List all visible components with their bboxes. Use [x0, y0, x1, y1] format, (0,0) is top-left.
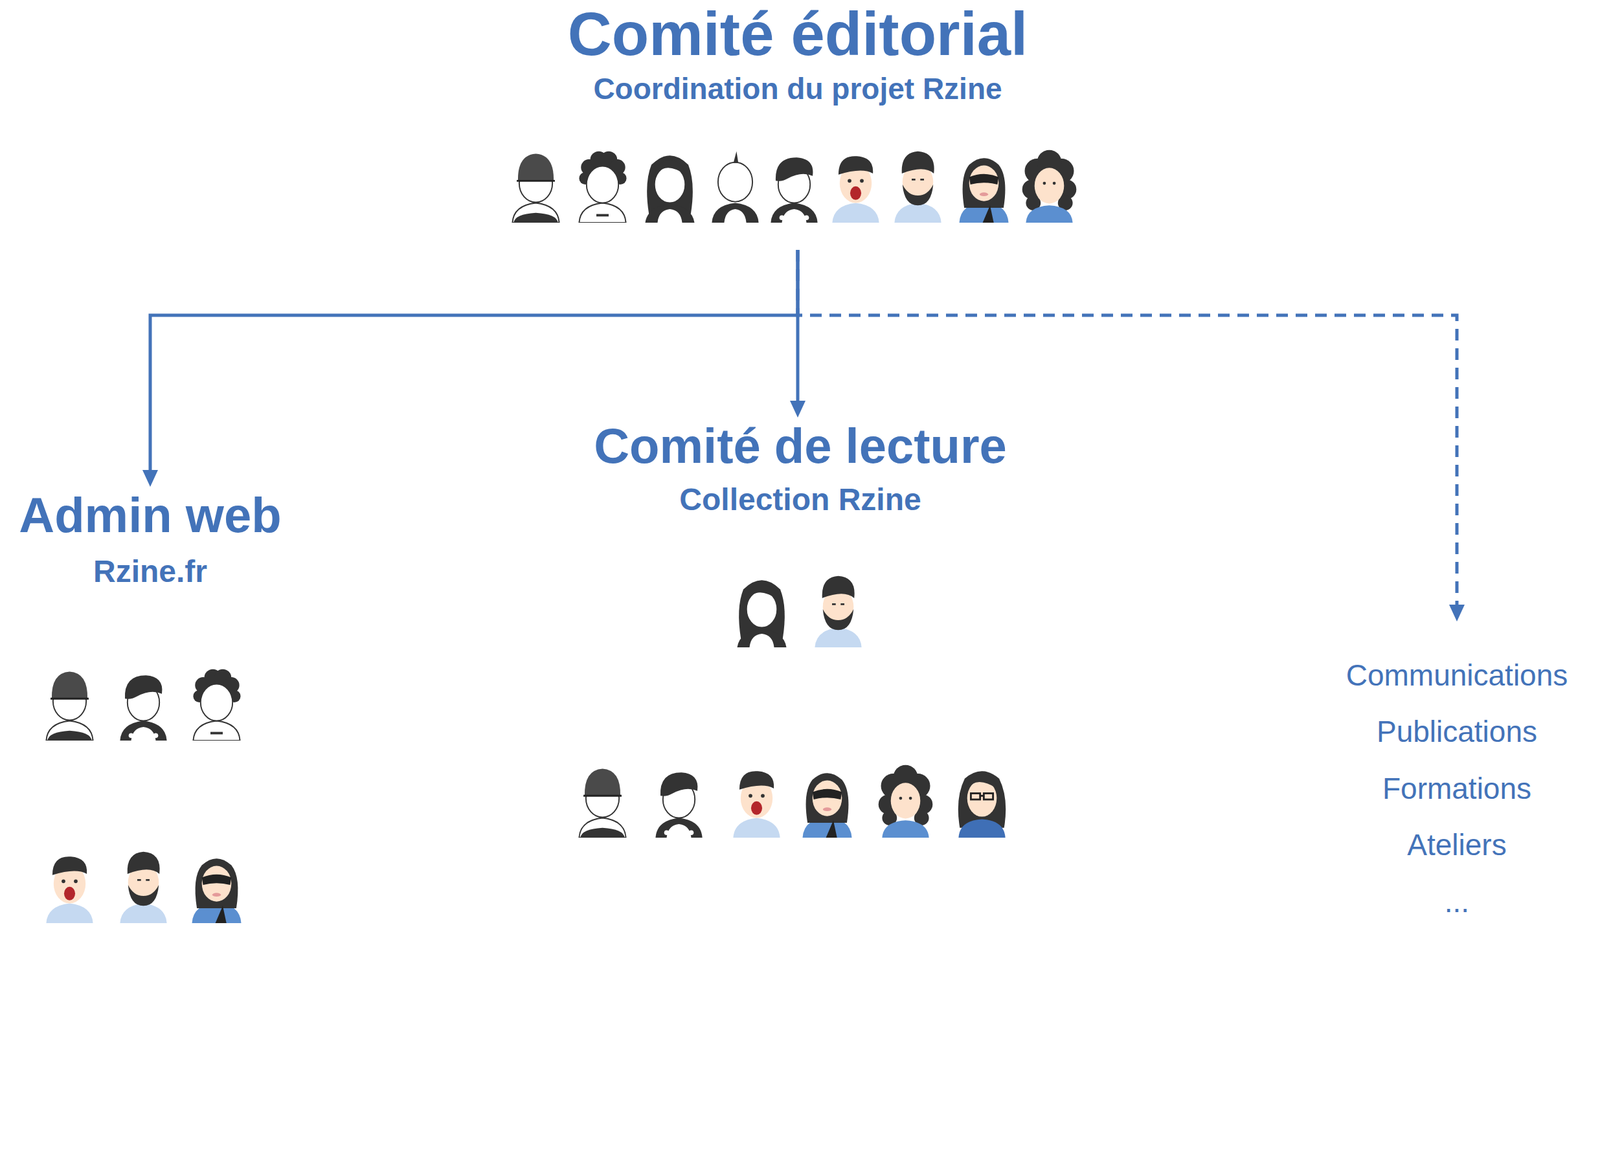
avatar — [711, 151, 759, 223]
list-item: Formations — [1346, 760, 1569, 818]
group-heading: Comité de lectureCollection Rzine — [588, 417, 1013, 520]
avatar — [119, 852, 167, 924]
avatar — [732, 771, 780, 838]
avatar — [45, 672, 93, 741]
subheading: Rzine.fr — [18, 552, 282, 592]
avatar — [512, 154, 559, 223]
avatar — [878, 765, 934, 838]
list-item: Ateliers — [1346, 817, 1569, 874]
arrowhead — [1449, 604, 1465, 622]
avatar — [192, 669, 241, 741]
subheading: Collection Rzine — [593, 480, 1007, 520]
list-item: Communications — [1346, 647, 1569, 704]
list-item: ... — [1346, 874, 1569, 931]
heading: Comité éditorial — [567, 0, 1028, 68]
task-list: CommunicationsPublicationsFormationsAtel… — [1340, 621, 1574, 931]
avatar — [894, 151, 941, 223]
avatar — [770, 157, 818, 223]
avatar — [832, 156, 879, 223]
heading: Admin web — [18, 486, 282, 544]
group-heading: Admin webRzine.fr — [13, 486, 287, 592]
arrowhead — [789, 400, 806, 418]
avatar — [802, 773, 853, 838]
heading: Comité de lecture — [593, 417, 1007, 474]
avatar — [1022, 150, 1077, 223]
subheading: Coordination du projet Rzine — [567, 70, 1028, 109]
avatar — [814, 576, 862, 648]
avatar — [645, 155, 695, 223]
group-heading: Comité éditorialCoordination du projet R… — [562, 0, 1033, 250]
avatar — [192, 858, 242, 924]
avatar — [959, 157, 1009, 223]
avatar — [578, 769, 626, 838]
avatar — [958, 771, 1006, 838]
avatar — [737, 580, 787, 648]
arrowhead — [142, 470, 158, 487]
list-item: Publications — [1346, 703, 1569, 761]
avatar — [578, 151, 627, 223]
avatar — [655, 772, 702, 838]
avatar — [119, 675, 167, 741]
avatar — [45, 856, 93, 924]
